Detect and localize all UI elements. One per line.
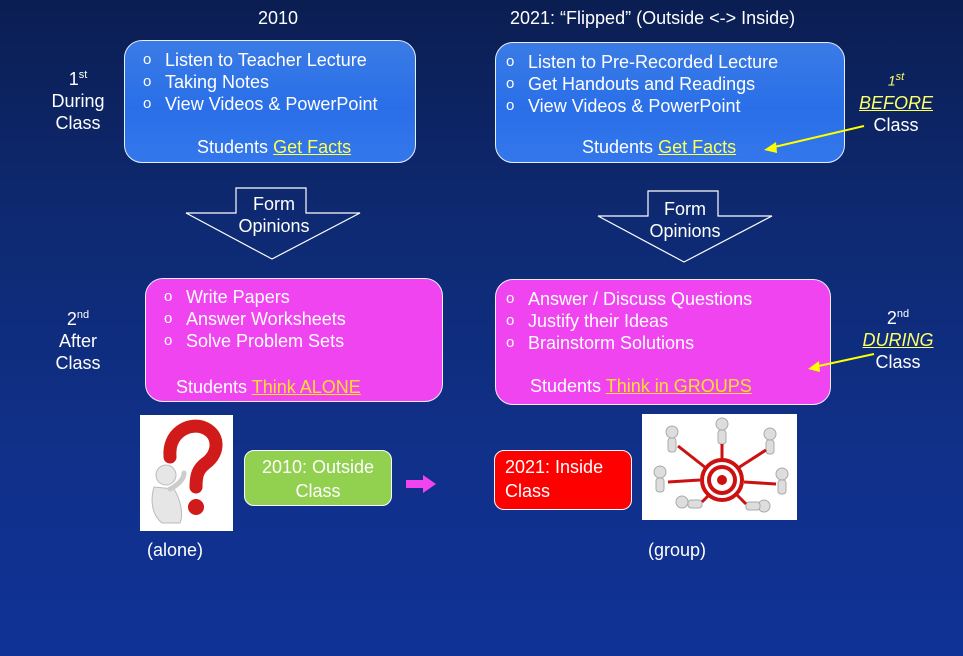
pink-right-arrow-icon bbox=[406, 475, 436, 493]
highlight-think-alone: Think ALONE bbox=[251, 377, 361, 397]
list-item: Listen to Teacher Lecture bbox=[139, 49, 377, 71]
tag-2021-inside-class: 2021: Inside Class bbox=[494, 450, 632, 510]
box-footer: Students Think ALONE bbox=[176, 377, 361, 397]
list-item: Justify their Ideas bbox=[502, 310, 752, 332]
box-footer: Students Get Facts bbox=[582, 137, 737, 157]
label-first-before-class: 1st BEFORE Class bbox=[858, 71, 933, 135]
list-item: Listen to Pre-Recorded Lecture bbox=[502, 51, 778, 73]
box-2021-during-class: Answer / Discuss Questions Justify their… bbox=[495, 279, 831, 405]
tag-2010-outside-class: 2010: Outside Class bbox=[244, 450, 392, 506]
header-2021: 2021: “Flipped” (Outside <-> Inside) bbox=[510, 8, 796, 28]
list-item: Answer Worksheets bbox=[160, 308, 346, 330]
box-footer: Students Get Facts bbox=[197, 137, 352, 157]
down-arrow-left bbox=[185, 187, 361, 260]
box-2021-before-class: Listen to Pre-Recorded Lecture Get Hando… bbox=[495, 42, 845, 163]
list-item: Brainstorm Solutions bbox=[502, 332, 752, 354]
box-footer: Students Think in GROUPS bbox=[530, 376, 752, 396]
label-first-during-class: 1st During Class bbox=[51, 69, 105, 133]
alone-person-question-image bbox=[140, 415, 233, 531]
box-2010-during-class: Listen to Teacher Lecture Taking Notes V… bbox=[124, 40, 416, 163]
highlight-get-facts: Get Facts bbox=[273, 137, 352, 157]
box-2010-after-class: Write Papers Answer Worksheets Solve Pro… bbox=[145, 278, 443, 402]
highlight-get-facts: Get Facts bbox=[658, 137, 737, 157]
list-item: Get Handouts and Readings bbox=[502, 73, 778, 95]
down-arrow-right bbox=[597, 190, 773, 263]
label-second-during-class: 2nd DURING Class bbox=[862, 308, 934, 372]
label-second-after-class: 2nd After Class bbox=[55, 309, 101, 373]
caption-alone: (alone) bbox=[147, 540, 204, 560]
question-mark-icon bbox=[151, 419, 223, 524]
highlight-think-in-groups: Think in GROUPS bbox=[605, 376, 752, 396]
group-target-image bbox=[642, 414, 797, 520]
group-target-icon bbox=[653, 417, 789, 513]
list-item: Taking Notes bbox=[139, 71, 377, 93]
list-item: Solve Problem Sets bbox=[160, 330, 346, 352]
yellow-arrow-top bbox=[764, 125, 865, 153]
header-2010: 2010 bbox=[258, 8, 299, 28]
caption-group: (group) bbox=[648, 540, 707, 560]
list-item: View Videos & PowerPoint bbox=[502, 95, 778, 117]
list-item: Write Papers bbox=[160, 286, 346, 308]
list-item: View Videos & PowerPoint bbox=[139, 93, 377, 115]
yellow-arrow-bottom bbox=[808, 353, 875, 372]
list-item: Answer / Discuss Questions bbox=[502, 288, 752, 310]
